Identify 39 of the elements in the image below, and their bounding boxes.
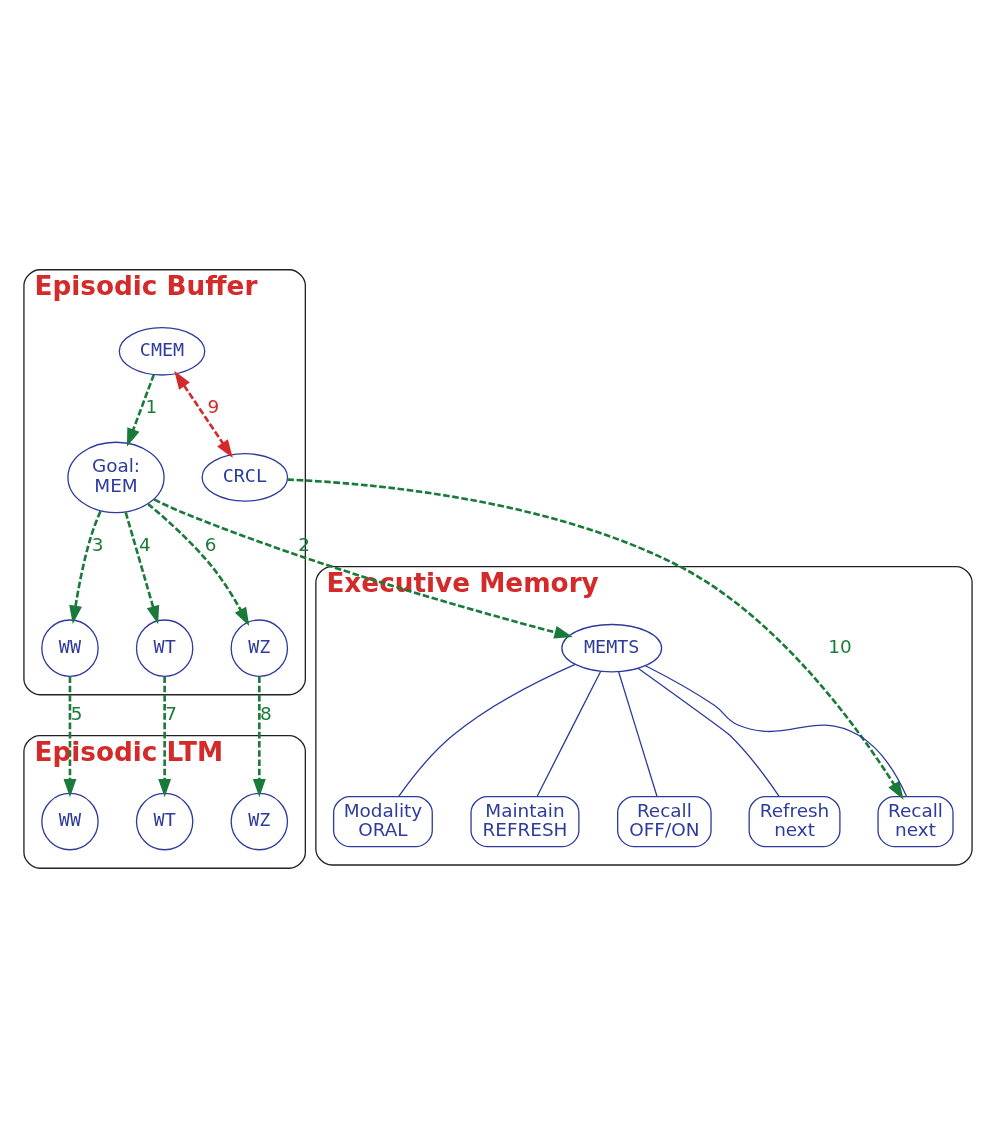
arrow (124, 511, 160, 624)
arrow (126, 373, 155, 447)
edge-label: 1 (145, 395, 158, 417)
arrow (158, 676, 172, 797)
node-circle: WW (41, 618, 99, 677)
arrow (153, 497, 573, 639)
connector (644, 664, 908, 797)
arrow (147, 502, 250, 626)
arrow (287, 477, 904, 800)
node-circle: WT (135, 792, 194, 850)
node-circle: WZ (230, 792, 289, 850)
connector (637, 667, 780, 797)
node-ellipse: CMEM (118, 326, 206, 376)
edge-label: 9 (207, 395, 220, 417)
arrow (252, 676, 266, 797)
edge-label: 10 (828, 635, 852, 657)
node-ellipse: MEMTS (561, 623, 663, 672)
edge-label: 6 (204, 533, 217, 555)
node-box: Modality ORAL (332, 795, 433, 847)
arrow (174, 370, 233, 458)
node-circle: WZ (230, 618, 289, 677)
arrow (63, 676, 77, 797)
arrow (69, 510, 102, 624)
node-ellipse: Goal: MEM (67, 441, 165, 513)
node-circle: WW (41, 792, 99, 850)
node-box: Refresh next (748, 795, 841, 847)
edge-label: 4 (139, 533, 151, 555)
node-box: Maintain REFRESH (470, 795, 580, 847)
connector (617, 670, 658, 797)
edge-label: 7 (165, 702, 178, 724)
node-ellipse: CRCL (201, 452, 289, 502)
edge-label: 3 (91, 533, 104, 555)
node-box: Recall next (877, 795, 954, 847)
node-circle: WT (135, 618, 194, 677)
connector (397, 663, 576, 797)
edge-label: 5 (70, 702, 83, 724)
connector (536, 670, 602, 797)
edge-label: 8 (260, 702, 272, 724)
node-box: Recall OFF/ON (617, 795, 712, 847)
